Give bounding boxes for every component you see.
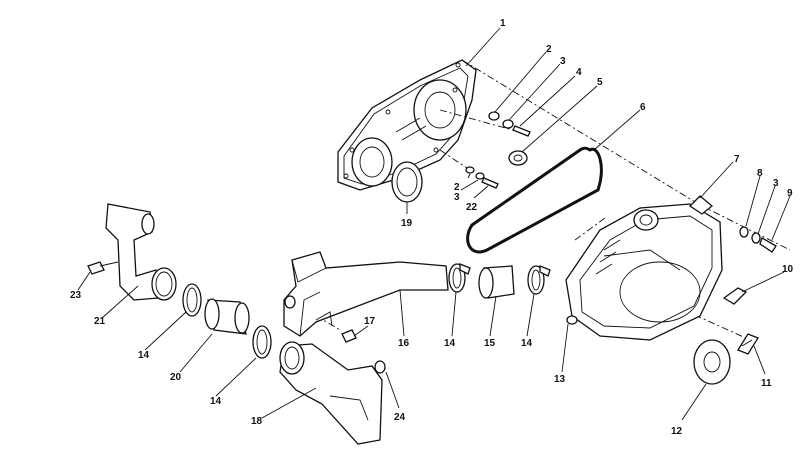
callout-2: 2: [546, 44, 552, 55]
callout-4: 4: [576, 67, 582, 78]
part-lower-duct: [279, 341, 383, 445]
callout-15: 15: [484, 338, 496, 349]
callout-10: 10: [782, 264, 794, 275]
callout-9: 9: [787, 188, 793, 199]
callout-16: 16: [398, 338, 410, 349]
part-outer-cover: [565, 195, 723, 341]
callout-5: 5: [597, 77, 603, 88]
part-screw: [87, 261, 119, 275]
callout-17: 17: [364, 316, 376, 327]
callout-23: 23: [70, 290, 82, 301]
callout-11: 11: [761, 378, 772, 389]
callout-24: 24: [394, 412, 406, 423]
callout-14-a: 14: [521, 338, 533, 349]
callout-7: 7: [734, 154, 740, 165]
callout-1: 1: [500, 18, 506, 29]
callout-22: 22: [466, 202, 478, 213]
callout-14-d: 14: [210, 396, 222, 407]
part-clamp-b: [448, 263, 471, 293]
callout-2-lower: 2: [454, 182, 460, 193]
callout-12: 12: [671, 426, 683, 437]
part-sleeve: [478, 265, 515, 299]
callout-3: 3: [560, 56, 566, 67]
callout-3-lower: 3: [454, 192, 460, 203]
part-drive-belt: [466, 146, 603, 254]
part-seal: [391, 161, 423, 203]
part-clip: [722, 287, 748, 305]
part-hardware-upper: [488, 111, 531, 166]
callout-14-b: 14: [444, 338, 456, 349]
callout-6: 6: [640, 102, 646, 113]
part-clamp-d: [252, 325, 272, 359]
part-sleeve-left: [204, 298, 250, 335]
callout-19: 19: [401, 218, 413, 229]
part-label-plate: [737, 333, 759, 355]
part-large-washer: [693, 339, 731, 385]
part-hardware-lower: [465, 166, 499, 189]
part-grommet: [374, 360, 386, 374]
part-hardware-right: [739, 226, 777, 253]
part-clamp-c: [182, 283, 202, 317]
callout-18: 18: [251, 416, 263, 427]
callout-3-right: 3: [773, 178, 779, 189]
part-bolt: [341, 329, 357, 343]
callout-14-c: 14: [138, 350, 150, 361]
callout-20: 20: [170, 372, 182, 383]
part-inlet-elbow: [105, 203, 177, 301]
part-inner-cover: [337, 59, 477, 191]
callout-21: 21: [94, 316, 106, 327]
callout-labels: 1 2 3 4 5 6 7 8 3 9 10 11 12 13 14 15 14…: [70, 18, 794, 437]
callout-13: 13: [554, 374, 566, 385]
callout-8: 8: [757, 168, 763, 179]
leader-lines: [77, 27, 791, 421]
part-clamp-a: [527, 265, 551, 295]
